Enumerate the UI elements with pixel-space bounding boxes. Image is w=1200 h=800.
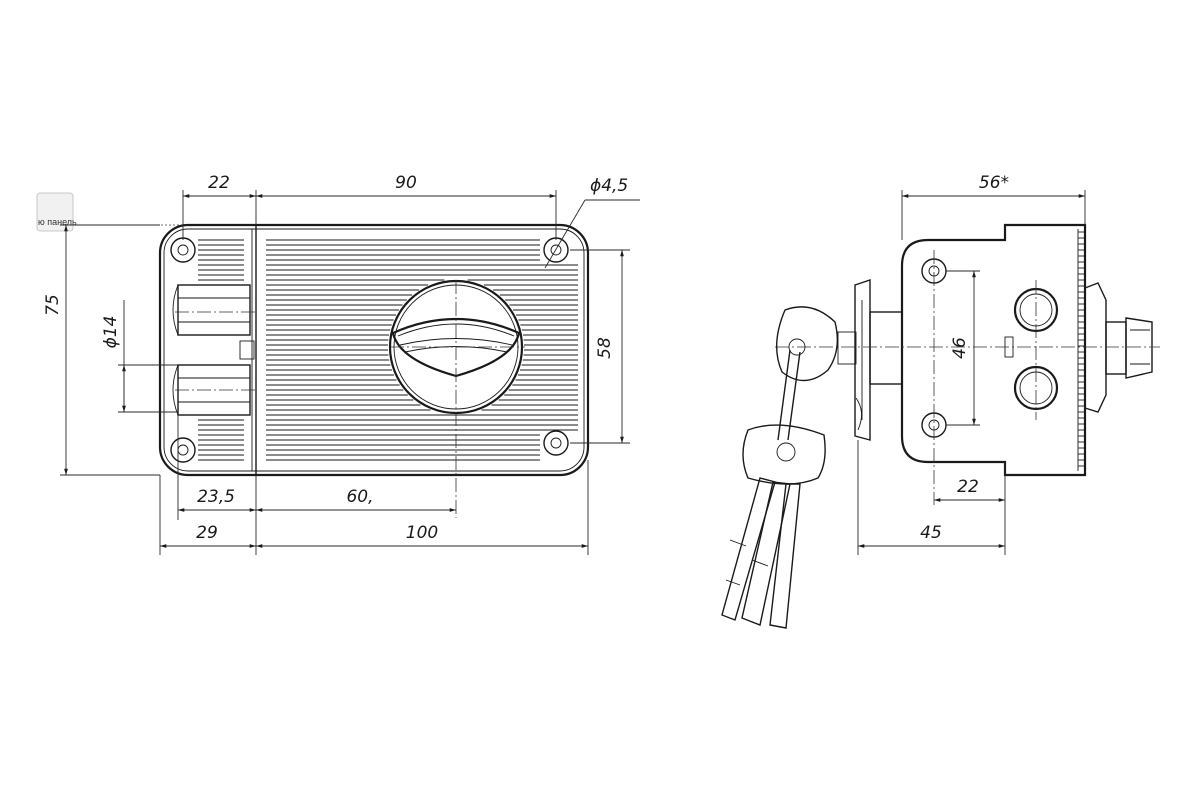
dim-45: 45 bbox=[920, 523, 942, 543]
dim-56: 56* bbox=[979, 173, 1009, 193]
dim-29: 29 bbox=[196, 523, 218, 543]
dim-90: 90 bbox=[395, 173, 417, 193]
bolt-section-hatching bbox=[198, 239, 244, 461]
side-body-outline bbox=[900, 223, 1087, 477]
side-knob bbox=[1084, 282, 1153, 413]
dim-22-top: 22 bbox=[208, 173, 230, 193]
front-view: ю панель bbox=[36, 173, 640, 555]
lock-body-outline bbox=[158, 223, 590, 477]
dim-60: 60, bbox=[346, 487, 373, 507]
dim-58: 58 bbox=[595, 337, 615, 359]
dim-46: 46 bbox=[950, 337, 970, 359]
dim-hole-diameter: ϕ4,5 bbox=[590, 176, 628, 196]
side-view: 56* 46 22 45 bbox=[721, 173, 1160, 629]
screw-hole-bottom-left bbox=[170, 437, 196, 463]
dim-22-side: 22 bbox=[957, 477, 979, 497]
side-cylinder bbox=[837, 279, 903, 441]
dim-23-5: 23,5 bbox=[197, 487, 235, 507]
screw-hole-bottom-right bbox=[543, 430, 569, 456]
lock-body-inner-outline bbox=[163, 228, 585, 472]
side-serrated-edge bbox=[1078, 231, 1085, 467]
dim-bolt-diameter: ϕ14 bbox=[101, 316, 121, 349]
dim-75: 75 bbox=[43, 294, 63, 316]
bolt-upper bbox=[172, 284, 251, 336]
body-hatching bbox=[266, 239, 578, 461]
bolt-latch bbox=[239, 340, 255, 360]
panel-tag-label: ю панель bbox=[38, 217, 77, 227]
dim-100: 100 bbox=[406, 523, 438, 543]
key-ring-and-keys bbox=[721, 306, 838, 629]
screw-hole-top-left bbox=[170, 237, 196, 263]
